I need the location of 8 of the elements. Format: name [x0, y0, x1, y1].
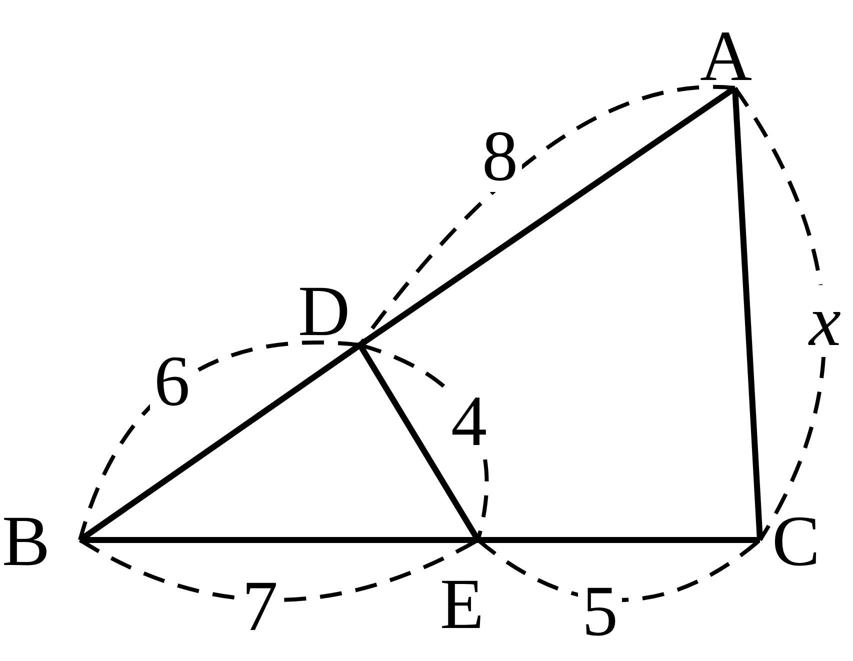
- line-segment: [478, 537, 760, 543]
- point-label: B: [2, 505, 50, 577]
- line-segment: [732, 88, 763, 540]
- line-segment: [80, 537, 478, 543]
- point-label: E: [440, 568, 484, 640]
- point-label: C: [772, 505, 820, 577]
- point-label: A: [700, 20, 752, 92]
- point-label: D: [298, 275, 350, 347]
